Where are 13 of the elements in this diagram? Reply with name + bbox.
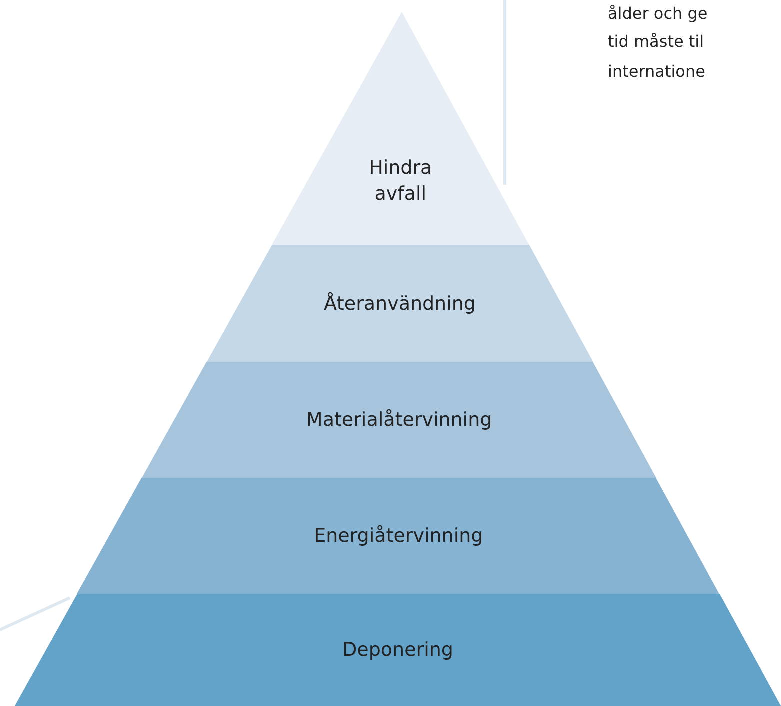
pyramid-tier [77,478,720,594]
pyramid-tier [15,594,781,706]
pyramid-tier [142,362,656,478]
body-text-line: tid måste til [608,32,704,51]
tier-label: Energiåtervinning [313,524,484,549]
body-text-line: internatione [608,62,706,81]
tier-label: Materialåtervinning [305,408,494,433]
pyramid-tier [206,245,594,362]
tier-label: Hindra avfall [368,156,434,207]
tier-label: Återanvändning [322,291,477,316]
body-text-line: ålder och ge [608,4,708,23]
tier-label: Deponering [342,638,454,663]
pyramid-apex [272,12,530,245]
